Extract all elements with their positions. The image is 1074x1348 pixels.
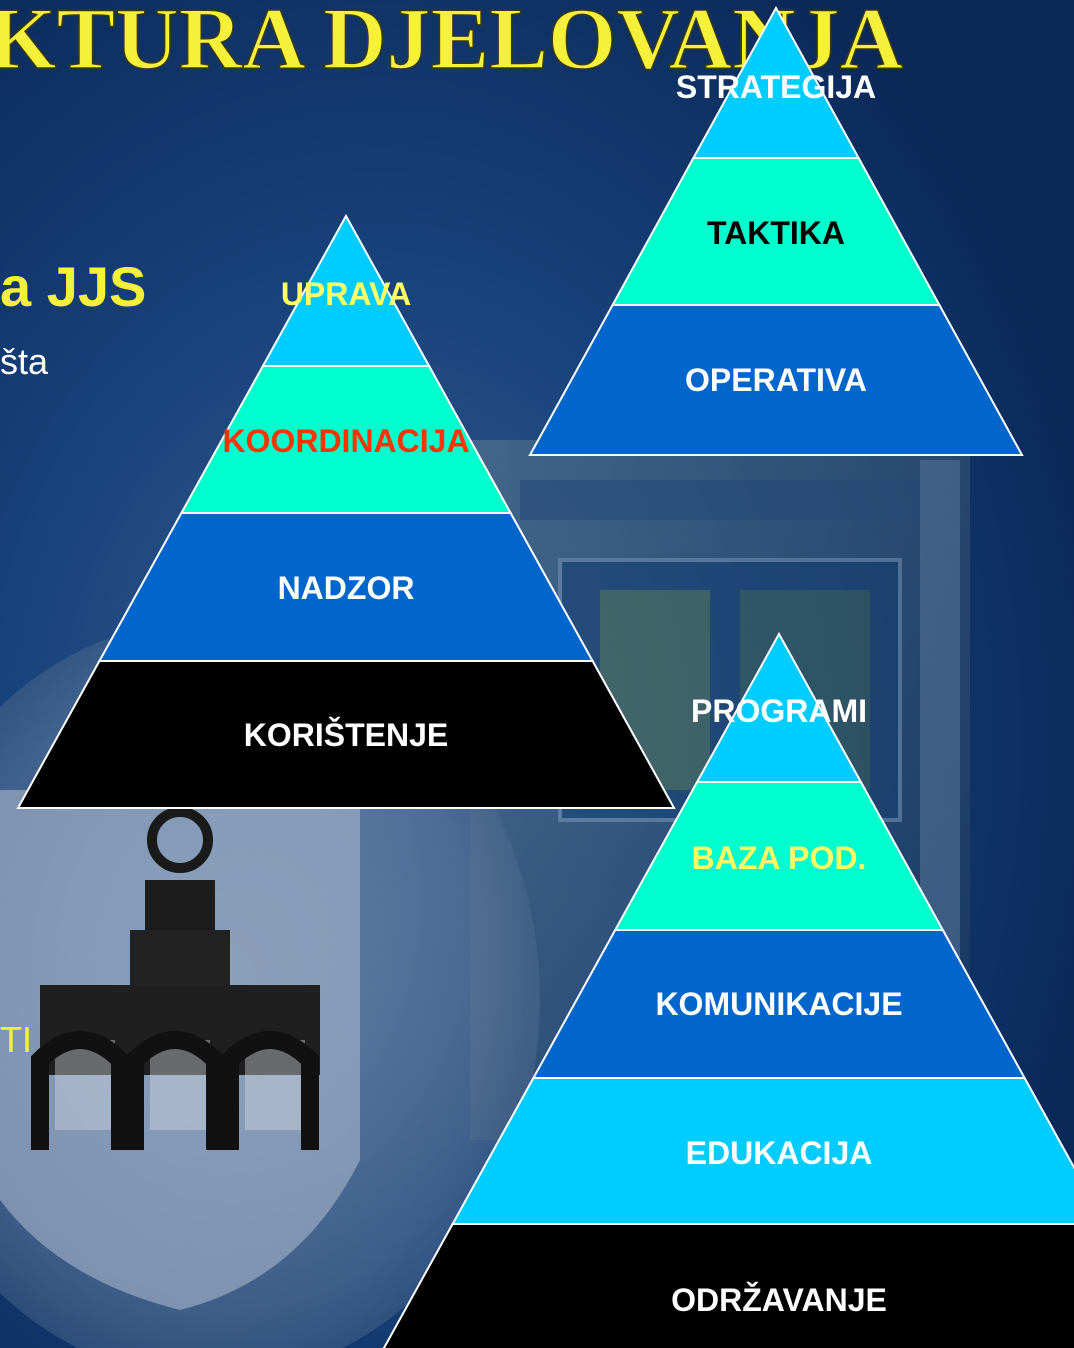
strategy-layer-label: STRATEGIJA — [676, 69, 876, 105]
management-layer-label: KORIŠTENJE — [244, 717, 448, 753]
system-layer-label: PROGRAMI — [691, 693, 867, 729]
slide-subtitle: a JJS — [0, 255, 146, 318]
management-layer-label: UPRAVA — [281, 276, 411, 312]
pyramid-management: UPRAVA KOORDINACIJA NADZOR KORIŠTENJE — [16, 213, 676, 809]
management-layer-label: NADZOR — [278, 570, 415, 606]
system-layer-label: BAZA POD. — [692, 840, 867, 876]
strategy-layer-label: OPERATIVA — [685, 362, 867, 398]
strategy-layer-label: TAKTIKA — [707, 215, 845, 251]
system-pyramid-layer-4 — [450, 1077, 1074, 1225]
strategy-pyramid-layer-3 — [528, 304, 1024, 456]
slide-body-text: šta — [0, 341, 49, 382]
system-layer-label: ODRŽAVANJE — [671, 1282, 887, 1318]
pyramid-system: PROGRAMI BAZA POD. KOMUNIKACIJE EDUKACIJA OD… — [382, 631, 1074, 1348]
slide-side-text: TI — [0, 1019, 32, 1060]
management-pyramid-layer-4 — [16, 660, 676, 809]
management-layer-label: KOORDINACIJA — [222, 423, 469, 459]
system-pyramid-layer-5 — [382, 1223, 1074, 1348]
system-layer-label: EDUKACIJA — [686, 1135, 873, 1171]
pyramid-strategy: STRATEGIJA TAKTIKA OPERATIVA — [528, 5, 1024, 456]
system-layer-label: KOMUNIKACIJE — [655, 986, 902, 1022]
